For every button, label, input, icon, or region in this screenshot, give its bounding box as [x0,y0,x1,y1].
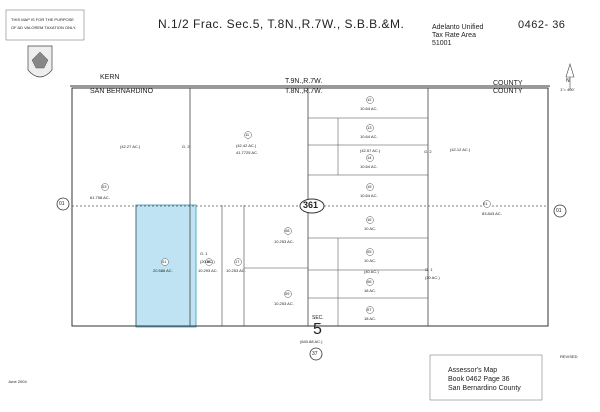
tax-rate-area-label: Tax Rate Area [432,32,476,39]
parcel-17-acres[interactable]: 10.253 AC. [226,268,246,273]
parcel-01-highlight-acres[interactable]: 20.586 AC. [153,268,173,273]
parcel-11-number[interactable]: 11 [245,132,250,137]
county-right-bottom: COUNTY [493,88,523,95]
parcel-12-acres[interactable]: 10.64 AC. [360,106,378,111]
parcel-18-acres[interactable]: 10.293 AC. [198,268,218,273]
g2-right: G. 2 [424,149,432,154]
parcel-07-acres[interactable]: 18 AC. [364,316,377,321]
acres-20-right: (20 AC.) [425,275,440,280]
county-left-top: KERN [100,74,120,81]
section-number: 5 [313,321,322,338]
parcel-17-number[interactable]: 17 [235,259,240,264]
parcel-08-number[interactable]: 08 [285,228,290,233]
disclaimer-line1: THIS MAP IS FOR THE PURPOSE [11,17,74,22]
g1-right: G. 1 [425,267,433,272]
parcel-05-number[interactable]: 05 [367,249,372,254]
acres-20-left: (20 AC.) [200,259,215,264]
north-arrow-icon [565,62,575,78]
parcel-09-number[interactable]: 09 [285,291,290,296]
parcel-10-acres[interactable]: (42.27 AC.) [120,144,141,149]
scale-label: 1"= 400' [560,87,575,92]
parcel-11-acres[interactable]: 41.7725 AC. [236,150,259,155]
township-bottom: T.8N.,R.7W. [285,88,323,95]
parcel-01-acres[interactable]: 83.843 AC. [482,211,502,216]
map-title: N.1/2 Frac. Sec.5, T.8N.,R.7W., S.B.B.&M… [158,17,405,31]
footer-line1: Assessor's Map [448,367,498,374]
parcel-02-acres[interactable]: (42.12 AC.) [450,147,471,152]
revised-label: REVISED [560,354,578,359]
parcel-14-number[interactable]: 14 [367,155,372,160]
north-label: N [566,78,570,84]
section-boundary [71,87,549,327]
parcel-06-acres[interactable]: 18 AC. [364,288,377,293]
footer-line2: Book 0462 Page 36 [448,376,510,383]
parcel-07-number[interactable]: 07 [367,307,372,312]
map-date: June 2004 [8,379,27,384]
parcel-05-acres[interactable]: 10 AC. [364,258,377,263]
road-bottom-label: 37 [312,351,318,357]
parcel-18-number[interactable]: 18 [206,259,211,264]
township-top: T.9N.,R.7W. [285,78,323,85]
parcel-16-acres[interactable]: 10 AC. [364,226,377,231]
g1-left: G. 1 [200,251,208,256]
parcel-13-acres[interactable]: 10.64 AC. [360,134,378,139]
parcel-06-number[interactable]: 06 [367,279,372,284]
disclaimer-line2: OF AD VALOREM TAXATION ONLY. [11,25,77,30]
footer-line3: San Bernardino County [448,385,521,392]
parcel-16-number[interactable]: 16 [367,217,372,222]
parcel-15-number[interactable]: 15 [367,184,372,189]
parcel-01-number[interactable]: 01 [483,201,488,206]
highlighted-parcel[interactable] [135,204,197,328]
parcel-03-acres[interactable]: 61.758 AC. [90,195,110,200]
acres-42-57: (42.57 AC.) [360,148,381,153]
parcel-11-acres-deed[interactable]: (42.42 AC.) [236,143,257,148]
tax-rate-code: 51001 [432,40,452,47]
parcel-08-acres[interactable]: 10.253 AC. [274,239,294,244]
acres-40: (40 AC.) [364,269,379,274]
road-marker [299,198,325,214]
section-label: SEC. [312,315,324,321]
parcel-14-acres[interactable]: 10.64 AC. [360,164,378,169]
g2-left: G. 2 [182,144,190,149]
book-page-number: 0462- 36 [518,19,566,31]
road-number: 361 [303,200,319,210]
road-right-label: 01 [556,208,562,214]
road-left-label: 01 [59,201,65,207]
parcel-15-acres[interactable]: 10.64 AC. [360,193,378,198]
county-left-bottom: SAN BERNARDINO [90,88,154,95]
district-name: Adelanto Unified [432,24,484,31]
parcel-13-number[interactable]: 13 [367,125,372,130]
section-acres: (640.88 AC.) [300,339,323,344]
parcel-09-acres[interactable]: 10.253 AC. [274,301,294,306]
parcel-12-number[interactable]: 12 [367,97,372,102]
county-right-top: COUNTY [493,80,523,87]
parcel-03-number[interactable]: 03 [102,184,107,189]
parcel-01-highlight-number[interactable]: 01 [162,259,167,264]
